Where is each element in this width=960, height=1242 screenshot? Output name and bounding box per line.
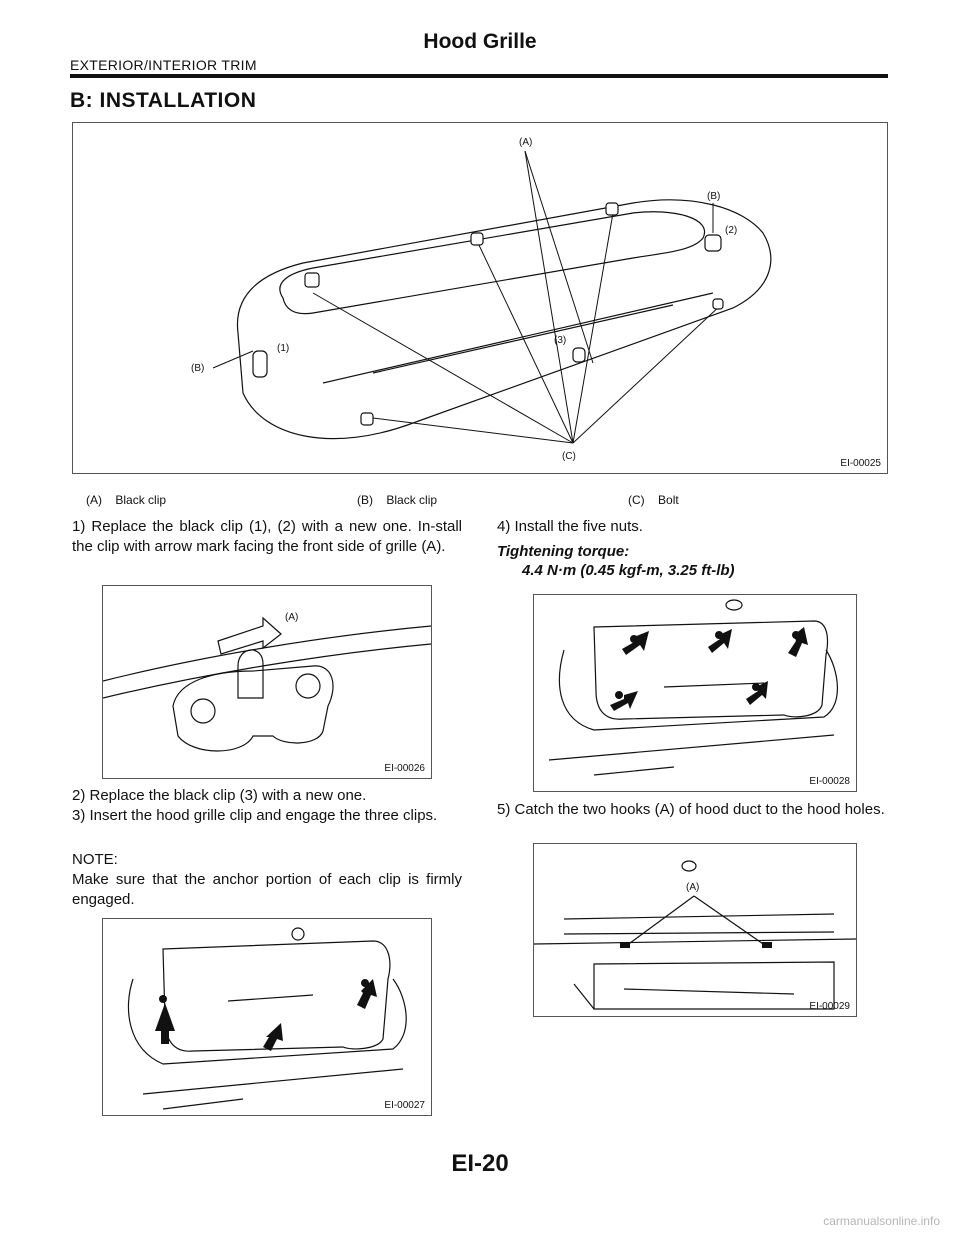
installation-heading: B: INSTALLATION <box>70 89 257 112</box>
step-4: 4) Install the five nuts. <box>497 518 643 535</box>
hood-grille-drawing <box>212 150 772 444</box>
engage-clips-drawing <box>127 927 407 1110</box>
figure-engage-clips: EI-00027 <box>102 918 432 1116</box>
figure-clip-arrow: (A) EI-00026 <box>102 585 432 779</box>
note-title: NOTE: <box>72 851 118 868</box>
label-a: (A) <box>686 882 700 893</box>
figure-code: EI-00028 <box>809 776 850 787</box>
label-c: (C) <box>562 451 576 462</box>
page-title: Hood Grille <box>423 30 537 53</box>
legend-text: Black clip <box>386 493 438 507</box>
step-2: 2) Replace the black clip (3) with a new… <box>72 787 367 804</box>
legend-text: Bolt <box>658 493 679 507</box>
section-heading: EXTERIOR/INTERIOR TRIM <box>70 57 257 73</box>
legend-key: (A) <box>86 493 102 507</box>
step-3: 3) Insert the hood grille clip and engag… <box>72 807 438 824</box>
step-5: 5) Catch the two hooks (A) of hood duct … <box>497 801 885 818</box>
label-1: (1) <box>277 343 290 354</box>
label-3: (3) <box>554 335 567 346</box>
label-2: (2) <box>725 225 738 236</box>
hood-duct-hooks-drawing <box>534 860 856 1010</box>
legend-key: (B) <box>357 493 373 507</box>
legend-item-a: (A) Black clip <box>86 493 166 507</box>
legend-text: Black clip <box>115 493 167 507</box>
figure-install-nuts: EI-00028 <box>533 594 857 792</box>
note-text: Make sure that the anchor portion of eac… <box>72 871 462 908</box>
label-a: (A) <box>519 137 533 148</box>
page-number: EI-20 <box>451 1150 509 1177</box>
watermark: carmanualsonline.info <box>823 1214 940 1228</box>
label-b-right: (B) <box>707 191 721 202</box>
step-1: 1) Replace the black clip (1), (2) with … <box>72 518 462 555</box>
header-rule <box>70 74 888 78</box>
install-nuts-drawing <box>548 599 838 776</box>
clip-arrow-drawing <box>103 616 431 752</box>
legend-item-c: (C) Bolt <box>628 493 679 507</box>
figure-code: EI-00025 <box>840 458 881 469</box>
figure-code: EI-00027 <box>384 1100 425 1111</box>
label-a: (A) <box>285 612 299 623</box>
legend-item-b: (B) Black clip <box>357 493 437 507</box>
figure-code: EI-00029 <box>809 1001 850 1012</box>
figure-hood-duct-hooks: (A) EI-00029 <box>533 843 857 1017</box>
torque-value: 4.4 N·m (0.45 kgf-m, 3.25 ft-lb) <box>522 562 735 579</box>
figure-hood-grille: (A) (B) (2) (3) (1) (B) (C) EI-00025 <box>72 122 888 474</box>
figure-code: EI-00026 <box>384 763 425 774</box>
label-b-left: (B) <box>191 363 205 374</box>
legend-key: (C) <box>628 493 645 507</box>
torque-title: Tightening torque: <box>497 543 630 560</box>
